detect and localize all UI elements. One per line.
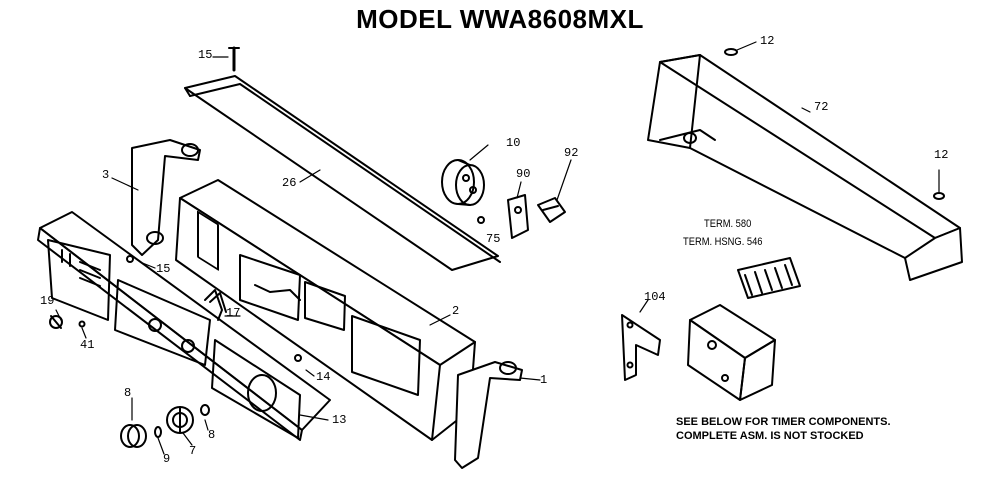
control-panel-face xyxy=(37,211,331,441)
callout-1: 1 xyxy=(540,373,548,387)
right-end-cap xyxy=(454,361,523,469)
timer-assembly xyxy=(687,304,776,401)
callout-8-left: 8 xyxy=(124,386,132,400)
top-trim-strip xyxy=(184,75,501,271)
callout-17: 17 xyxy=(226,306,241,320)
callout-9: 9 xyxy=(163,452,171,466)
timer-note-line-2: COMPLETE ASM. IS NOT STOCKED xyxy=(676,430,864,442)
backsplash-housing xyxy=(175,179,476,441)
screw-41 xyxy=(78,320,86,328)
callout-3: 3 xyxy=(102,168,110,182)
spring-9 xyxy=(154,426,162,438)
callout-12-top: 12 xyxy=(760,34,775,48)
small-switch-92 xyxy=(537,197,566,223)
terminal-housing-label: TERM. HSNG. 546 xyxy=(683,236,763,248)
callout-41: 41 xyxy=(80,338,95,352)
callout-19: 19 xyxy=(40,294,55,308)
callout-15-top: 15 xyxy=(198,48,213,62)
callout-14: 14 xyxy=(316,370,331,384)
callout-90: 90 xyxy=(516,167,531,181)
screw-top xyxy=(212,46,240,72)
screw-14 xyxy=(294,354,302,362)
callout-2: 2 xyxy=(452,304,460,318)
left-end-cap xyxy=(131,139,201,256)
callout-75: 75 xyxy=(486,232,501,246)
callout-104: 104 xyxy=(644,290,666,304)
screw-15-mid xyxy=(126,255,134,263)
callout-92: 92 xyxy=(564,146,579,160)
wire-harness-17 xyxy=(204,289,227,321)
rear-cover xyxy=(647,54,963,281)
screw-12-right xyxy=(933,169,945,200)
timer-knob-7 xyxy=(166,406,194,434)
timer-note: SEE BELOW FOR TIMER COMPONENTS. COMPLETE… xyxy=(676,415,891,443)
knob-8-left xyxy=(120,424,147,448)
terminal-housing xyxy=(737,257,801,299)
screw-75 xyxy=(477,216,485,224)
callout-12-right: 12 xyxy=(934,148,949,162)
callout-72: 72 xyxy=(814,100,829,114)
callout-26: 26 xyxy=(282,176,297,190)
callout-15-mid: 15 xyxy=(156,262,171,276)
screw-12-top xyxy=(724,41,757,56)
callout-7: 7 xyxy=(189,444,197,458)
callout-13: 13 xyxy=(332,413,347,427)
selector-switch xyxy=(441,159,485,206)
timer-note-line-1: SEE BELOW FOR TIMER COMPONENTS. xyxy=(676,416,891,428)
clip-8-right xyxy=(200,404,210,416)
callout-8-right: 8 xyxy=(208,428,216,442)
terminal-label: TERM. 580 xyxy=(704,218,752,230)
diagram-title: MODEL WWA8608MXL xyxy=(356,4,644,34)
small-switch-90 xyxy=(507,194,529,239)
bracket-104 xyxy=(621,314,661,381)
callout-10: 10 xyxy=(506,136,521,150)
